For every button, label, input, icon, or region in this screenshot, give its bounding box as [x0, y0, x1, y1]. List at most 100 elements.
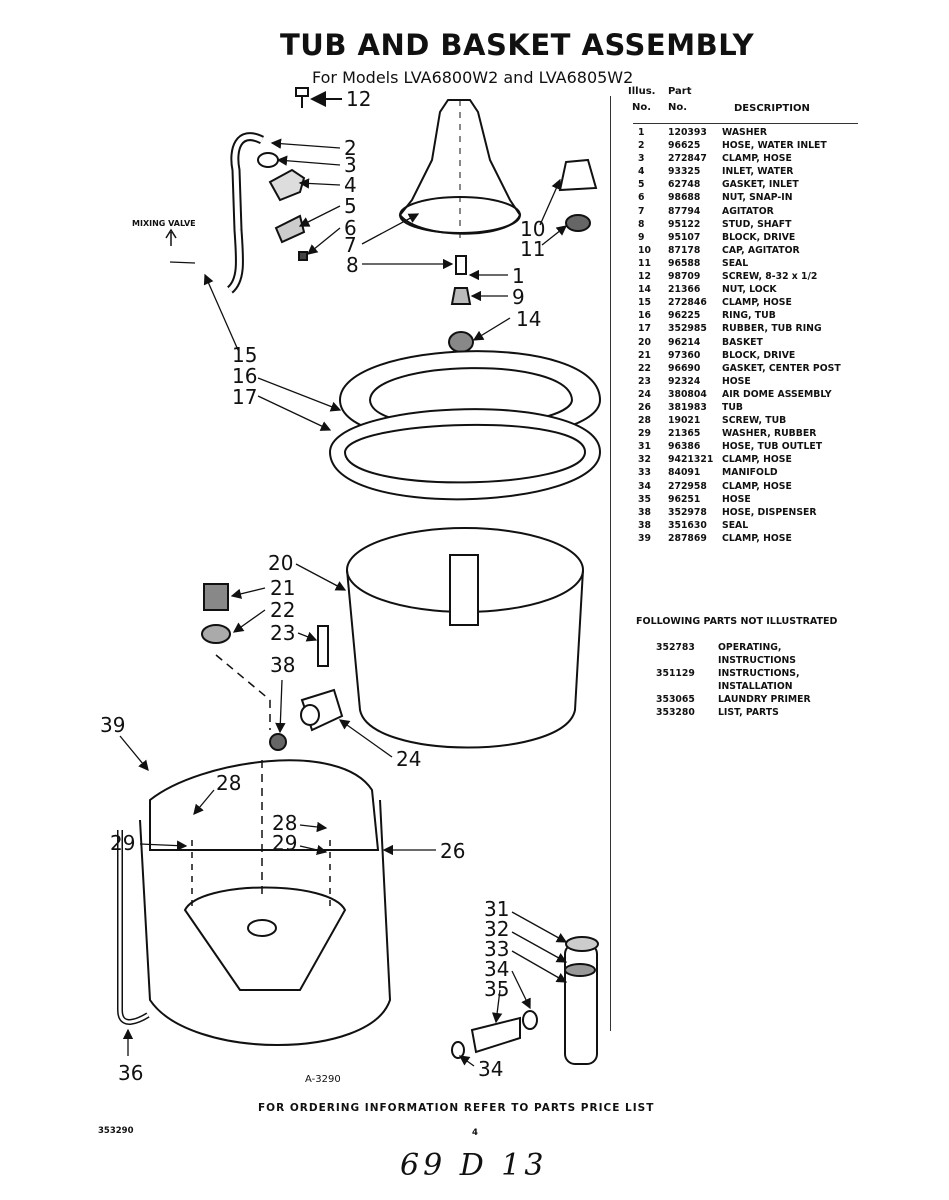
not-illustrated-description: OPERATING,INSTRUCTIONS	[718, 641, 811, 667]
illus-number-cell: 12	[638, 271, 651, 283]
part-number-cell: 96690	[668, 362, 701, 374]
seal-11-part	[565, 214, 591, 232]
page-subtitle: For Models LVA6800W2 and LVA6805W2	[312, 68, 634, 87]
parts-table-row: 32 9421321 CLAMP, HOSE	[632, 453, 841, 466]
part-number-cell: 120393	[668, 127, 707, 138]
callout-32: 32	[484, 917, 509, 941]
part-number-cell: 95122	[668, 218, 701, 230]
description-cell: WASHER	[722, 127, 768, 138]
parts-table-row: 17 352985 RUBBER, TUB RING	[632, 322, 841, 335]
callout-22: 22	[270, 598, 295, 622]
illus-number-cell: 34	[638, 480, 651, 492]
illus-number-cell: 21	[638, 349, 651, 361]
part-number-cell: 287869	[668, 532, 707, 544]
part-number-cell: 272846	[668, 297, 707, 309]
clamp-3-part	[257, 152, 279, 168]
header-part-top: Part	[668, 86, 692, 97]
illus-number-cell: 39	[638, 532, 651, 544]
callout-3: 3	[344, 153, 357, 177]
description-cell: CLAMP, HOSE	[722, 297, 792, 309]
illus-number-cell: 35	[638, 493, 651, 505]
callout-35: 35	[484, 977, 509, 1001]
callout-28b: 28	[272, 811, 297, 835]
illus-number-cell: 24	[638, 388, 651, 400]
part-number-cell: 9421321	[668, 454, 714, 466]
illus-number-cell: 16	[638, 310, 651, 322]
illus-number-cell: 28	[638, 415, 651, 427]
callout-1: 1	[512, 264, 525, 288]
illus-number-cell: 9	[638, 231, 645, 243]
illus-number-cell: 4	[638, 166, 645, 178]
callout-29b: 29	[272, 831, 297, 855]
description-cell: CLAMP, HOSE	[722, 153, 792, 165]
part-number-cell: 87178	[668, 244, 701, 256]
drive-block-part	[450, 287, 472, 305]
description-cell: CLAMP, HOSE	[722, 454, 792, 466]
shaft-stud-part	[455, 255, 467, 275]
description-cell: RUBBER, TUB RING	[722, 323, 822, 335]
callout-16: 16	[232, 364, 257, 388]
tub-outlet-assembly	[451, 936, 599, 1065]
description-cell: SCREW, TUB	[722, 415, 787, 427]
figure-id: A-3290	[305, 1074, 341, 1085]
callout-5: 5	[344, 194, 357, 218]
snap-nut-part	[298, 251, 308, 261]
part-number-cell: 62748	[668, 179, 701, 191]
part-number-cell: 380804	[668, 388, 707, 400]
illus-number-cell: 17	[638, 323, 651, 335]
part-number-cell: 352978	[668, 506, 707, 518]
description-cell: CLAMP, HOSE	[722, 532, 792, 544]
page-number: 4	[472, 1128, 478, 1138]
callout-34a: 34	[484, 957, 509, 981]
header-illus-bottom: No.	[632, 102, 652, 113]
header-rule	[633, 123, 858, 124]
callout-15: 15	[232, 343, 257, 367]
description-cell: HOSE	[722, 375, 751, 387]
description-cell: GASKET, CENTER POST	[722, 362, 841, 374]
description-cell: BLOCK, DRIVE	[722, 231, 796, 243]
part-number-cell: 352985	[668, 323, 707, 335]
not-illustrated-row: 353065 LAUNDRY PRIMER	[656, 693, 811, 706]
description-cell: NUT, SNAP-IN	[722, 192, 793, 204]
outer-tub-part	[139, 759, 392, 1046]
illus-number-cell: 20	[638, 336, 651, 348]
header-illus-top: Illus.	[628, 86, 656, 97]
illus-number-cell: 22	[638, 362, 651, 374]
illus-number-cell: 32	[638, 454, 651, 466]
description-line-2: INSTALLATION	[718, 681, 793, 692]
illus-number-cell: 14	[638, 284, 651, 296]
not-illustrated-part-number: 352783	[656, 642, 695, 653]
not-illustrated-description: LAUNDRY PRIMER	[718, 693, 811, 706]
not-illustrated-part-number: 353065	[656, 694, 695, 705]
part-number-cell: 96225	[668, 310, 701, 322]
callout-14: 14	[516, 307, 541, 331]
lock-nut-part	[448, 331, 474, 353]
part-number-cell: 96625	[668, 140, 701, 152]
part-number-cell: 381983	[668, 401, 707, 413]
part-number-cell: 96386	[668, 441, 701, 453]
callout-10: 10	[520, 217, 545, 241]
part-number-cell: 87794	[668, 205, 701, 217]
description-cell: MANIFOLD	[722, 467, 778, 479]
part-number-cell: 96588	[668, 257, 701, 269]
description-cell: TUB	[722, 401, 743, 413]
callout-34b: 34	[478, 1057, 503, 1081]
illus-number-cell: 29	[638, 428, 651, 440]
callout-29a: 29	[110, 831, 135, 855]
description-cell: RING, TUB	[722, 310, 776, 322]
callout-2: 2	[344, 136, 357, 160]
description-cell: SEAL	[722, 519, 749, 531]
description-cell: HOSE, WATER INLET	[722, 140, 827, 152]
